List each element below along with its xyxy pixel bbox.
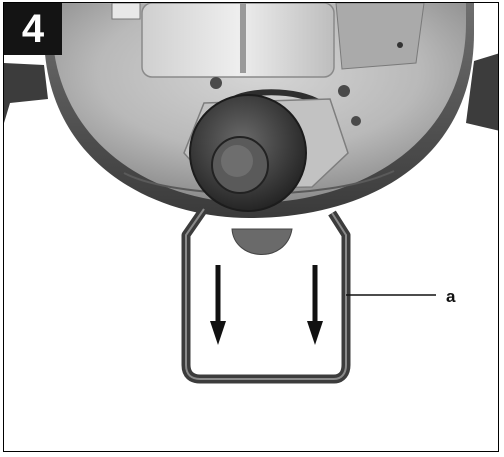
screw-3	[351, 116, 361, 126]
callout-label: a	[446, 287, 456, 306]
figure-number: 4	[4, 3, 62, 55]
body-slot	[240, 3, 246, 73]
down-arrow-left	[210, 265, 226, 345]
right-side-arm	[466, 53, 498, 131]
machine-body	[141, 3, 335, 78]
u-handle-highlight	[185, 208, 347, 380]
left-side-arm	[4, 63, 48, 123]
figure-frame: 4 a	[3, 2, 499, 452]
center-tab	[231, 228, 293, 255]
knob-center-top	[221, 145, 253, 177]
screw-1	[210, 77, 222, 89]
right-body-panel	[335, 3, 425, 70]
upper-bolt	[111, 3, 141, 20]
screw-2	[338, 85, 350, 97]
product-photo	[4, 3, 498, 384]
screw-4	[397, 42, 403, 48]
down-arrow-right	[307, 265, 323, 345]
